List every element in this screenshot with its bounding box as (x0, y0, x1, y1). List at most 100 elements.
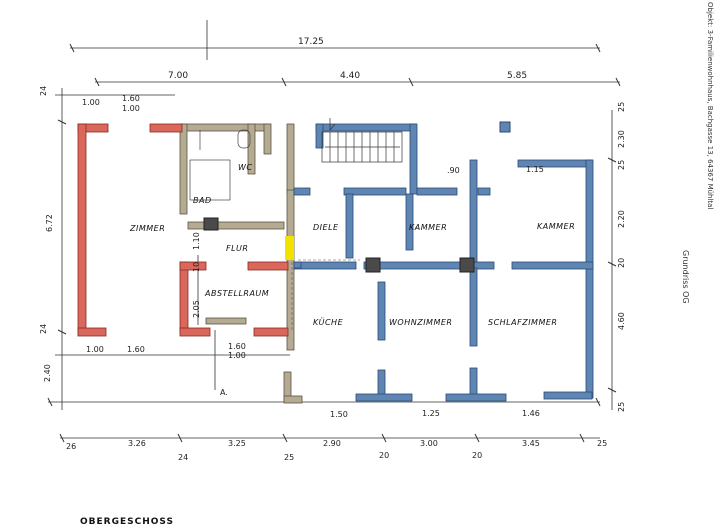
blue-wall-segment (469, 267, 478, 347)
dim-right-bottom: 25 (617, 402, 626, 412)
blue-walls (293, 123, 594, 402)
dim-right-2: 25 (617, 160, 626, 170)
highlighted-wall-segment (285, 236, 294, 260)
room-bad: BAD (193, 196, 212, 205)
blue-wall-segment (445, 393, 507, 402)
blue-wall-segment (315, 123, 417, 132)
grey-wall-segment (179, 123, 271, 132)
dim-right-top: 25 (617, 102, 626, 112)
section-marker: A. (220, 388, 228, 397)
blue-wall-segment (315, 123, 324, 149)
wc-fixtures (189, 129, 251, 201)
blue-wall-segment (469, 367, 478, 399)
dim-right-5: 4.60 (617, 312, 626, 330)
dim-left-2: 2.40 (43, 364, 52, 382)
room-kammer-2: KAMMER (537, 222, 575, 231)
red-wall-segment (77, 123, 87, 335)
red-wall-segment (179, 261, 189, 333)
dim-left-bottom: 24 (39, 324, 48, 334)
blue-wall-segment (293, 187, 311, 196)
blue-wall-segment (416, 187, 458, 196)
dim-lower-a: 1.00 (86, 345, 104, 354)
plan-caption: OBERGESCHOSS (80, 517, 174, 527)
dim-mid-110: 1.10 (192, 232, 201, 250)
dimension-ticks (47, 43, 621, 443)
dim-right-4: 20 (617, 258, 626, 268)
project-label: Objekt: 3-Familienwohnhaus, Bachgasse 13… (706, 2, 714, 209)
dim-bottom-7: 25 (597, 439, 607, 448)
room-wohnzimmer: WOHNZIMMER (389, 318, 452, 327)
room-kueche: KÜCHE (313, 317, 344, 327)
room-wc: WC (238, 163, 253, 172)
staircase (321, 118, 403, 163)
grey-wall-segment (205, 317, 247, 325)
dim-inner-090: .90 (447, 166, 460, 175)
red-wall-segment (77, 327, 107, 337)
grey-wall-segment (263, 123, 272, 155)
room-zimmer: ZIMMER (129, 224, 165, 233)
blue-wall-segment (293, 261, 357, 270)
red-wall-segment (253, 327, 289, 337)
dim-right-1: 2.30 (617, 130, 626, 148)
blue-wall-segment (543, 391, 593, 400)
blue-wall-segment (355, 393, 413, 402)
blue-wall-segment (343, 187, 407, 196)
grey-wall-segment (187, 221, 285, 230)
dim-bottom-2: 3.26 (128, 439, 146, 448)
dim-top-b-2: 1.00 (122, 104, 140, 113)
dim-bottom-5: 3.00 (420, 439, 438, 448)
dim-left-top: 24 (39, 86, 48, 96)
door-lines (291, 227, 420, 330)
dim-open-146: 1.46 (522, 409, 540, 418)
blue-wall-segment (585, 159, 594, 399)
plan-label: Grundriss OG (681, 250, 690, 304)
blue-wall-segment (469, 159, 478, 263)
dim-top-1: 7.00 (168, 71, 188, 81)
chimneys (203, 121, 511, 273)
dim-bottom-s3: 20 (379, 451, 389, 460)
blue-wall-segment (293, 261, 302, 269)
dim-bottom-1: 26 (66, 442, 76, 451)
dim-open-150: 1.50 (330, 410, 348, 419)
dim-bottom-6: 3.45 (522, 439, 540, 448)
room-kammer-1: KAMMER (409, 223, 447, 232)
red-wall-segment (247, 261, 289, 271)
blue-wall-segment (345, 193, 354, 259)
blue-wall-segment (363, 261, 495, 270)
dim-lower-c-2: 1.00 (228, 351, 246, 360)
dim-bottom-4: 2.90 (323, 439, 341, 448)
blue-wall-segment (377, 281, 386, 341)
grey-wall-segment (179, 123, 188, 215)
dim-lower-c-1: 1.60 (228, 342, 246, 351)
dim-top-3: 5.85 (507, 71, 527, 81)
dim-top-total: 17.25 (298, 37, 324, 47)
dim-top-b-1: 1.60 (122, 94, 140, 103)
dim-open-125: 1.25 (422, 409, 440, 418)
blue-wall-segment (511, 261, 594, 270)
dim-lower-b: 1.60 (127, 345, 145, 354)
room-flur: FLUR (226, 244, 248, 253)
dim-inner-115: 1.15 (526, 165, 544, 174)
dim-mid-205: 2.05 (192, 300, 201, 318)
red-wall-segment (149, 123, 183, 133)
dim-left-1: 6.72 (45, 214, 54, 232)
grey-wall-segment (283, 395, 303, 404)
grey-wall-segment (286, 123, 295, 195)
blue-wall-segment (377, 369, 386, 397)
red-wall-segment (179, 327, 211, 337)
red-wall-segment (179, 261, 207, 271)
dim-bottom-s2: 25 (284, 453, 294, 462)
dim-bottom-s1: 24 (178, 453, 188, 462)
blue-wall-segment (409, 123, 418, 195)
dim-bottom-3: 3.25 (228, 439, 246, 448)
room-abstellraum: ABSTELLRAUM (204, 289, 269, 298)
blue-wall-segment (405, 193, 414, 251)
grey-walls (179, 123, 303, 404)
room-schlafzimmer: SCHLAFZIMMER (488, 318, 557, 327)
grey-wall-segment (247, 123, 256, 175)
blue-wall-segment (477, 187, 491, 196)
dim-bottom-s4: 20 (472, 451, 482, 460)
dim-right-3: 2.20 (617, 210, 626, 228)
room-diele: DIELE (313, 223, 339, 232)
